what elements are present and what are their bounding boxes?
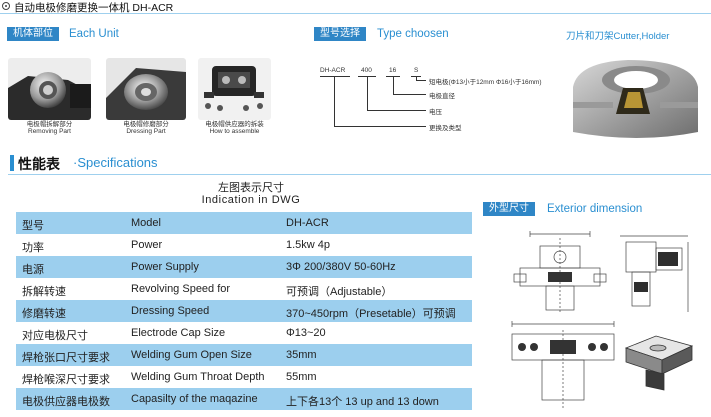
dwg-note-cn: 左图表示尺寸	[218, 182, 284, 194]
spec-title-cn: 性能表	[18, 156, 60, 172]
desc-short-electrode: 短电极(Φ13小于12mm Φ16小于16mm)	[429, 79, 542, 86]
desc-type: 更换及类型	[429, 125, 462, 132]
code-voltage: 400	[361, 67, 372, 74]
isometric-view-drawing	[624, 335, 694, 391]
exterior-label: 外型尺寸	[483, 202, 535, 216]
removing-part-caption-en: Removing Part	[28, 128, 71, 135]
page-header: 自动电极修磨更换一体机 DH-ACR	[0, 0, 711, 14]
top-view-drawing	[511, 321, 615, 410]
removing-part-caption-cn: 电极帽拆解部分	[26, 121, 73, 128]
removing-part-photo	[8, 58, 91, 120]
each-unit-title: Each Unit	[69, 28, 119, 40]
assemble-caption-cn: 电极帽供应器的拆装	[205, 121, 264, 128]
spec-divider	[8, 174, 711, 175]
bullet-icon	[2, 2, 10, 10]
type-choosen-label: 型号选择	[314, 27, 366, 41]
front-view-drawing	[513, 231, 607, 314]
how-to-assemble-photo	[198, 58, 271, 120]
type-code-diagram: DH-ACR 400 16 S 短电极(Φ13小于12mm Φ16小于16mm)…	[318, 64, 578, 142]
cutter-holder-title: 刀片和刀架Cutter,Holder	[566, 31, 670, 42]
code-model: DH-ACR	[320, 67, 346, 74]
cutter-holder-photo	[568, 52, 703, 147]
exterior-title: Exterior dimension	[547, 203, 643, 215]
assemble-caption-en: How to assemble	[209, 128, 260, 135]
each-unit-label: 机体部位	[7, 27, 59, 41]
dressing-part-caption-en: Dressing Part	[126, 128, 166, 135]
dressing-part-photo	[106, 58, 186, 120]
spec-title-en: ·Specifications	[73, 155, 158, 170]
code-diameter: 16	[389, 67, 397, 74]
spec-title-accent	[10, 155, 14, 171]
side-view-drawing	[620, 235, 689, 312]
type-choosen-title: Type choosen	[377, 28, 449, 40]
desc-electrode-diameter: 电极直径	[429, 93, 455, 100]
desc-voltage: 电压	[429, 109, 442, 116]
dressing-part-caption-cn: 电极帽修磨部分	[123, 121, 169, 128]
code-type: S	[414, 67, 419, 74]
page-title: 自动电极修磨更换一体机 DH-ACR	[14, 2, 174, 14]
header-divider	[0, 13, 711, 14]
dwg-note-en: Indication in DWG	[201, 194, 301, 206]
